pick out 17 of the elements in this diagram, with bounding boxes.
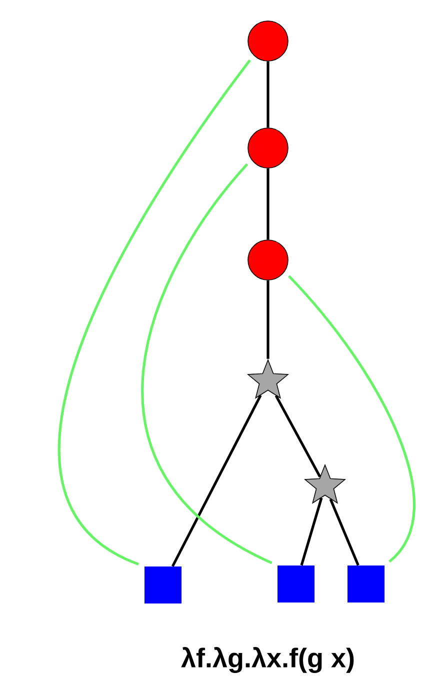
- square: [144, 566, 182, 604]
- formula-label: λf.λg.λx.f(g x): [181, 647, 354, 673]
- binding-curve: [288, 275, 416, 562]
- binding-curve: [58, 59, 251, 566]
- link-line: [266, 280, 270, 359]
- circle: [248, 128, 288, 168]
- square: [278, 566, 314, 602]
- link-line: [300, 497, 323, 566]
- link-line: [171, 394, 262, 567]
- link-line: [266, 61, 270, 128]
- circle: [248, 20, 288, 62]
- binding-curve: [142, 163, 272, 564]
- link-line: [266, 168, 270, 240]
- link-line: [274, 395, 322, 478]
- square: [348, 566, 384, 602]
- link-line: [329, 498, 360, 566]
- circle: [248, 240, 288, 280]
